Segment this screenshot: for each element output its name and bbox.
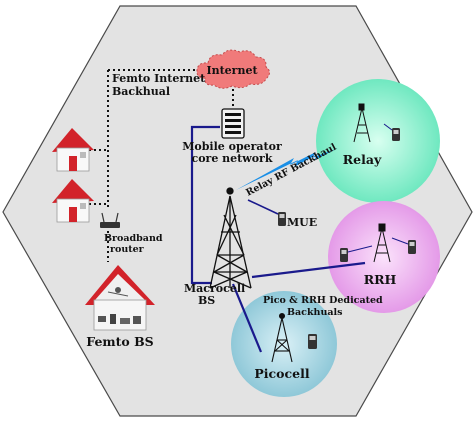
mue-label: MUE (287, 216, 317, 229)
broadband-router-icon (100, 212, 120, 228)
rrh-label: RRH (364, 272, 397, 287)
femto-bs-label: Femto BS (86, 334, 153, 349)
mue-phone-icon (278, 212, 286, 226)
rrh-tower-icon (373, 223, 391, 263)
picocell-cell (231, 291, 337, 397)
picocell-tower-icon (271, 312, 293, 363)
femto-internet-backhaul-label-1: Femto Internet (112, 72, 206, 85)
rrh-cell (328, 201, 440, 313)
internet-cloud (196, 49, 270, 89)
mobile-operator-label-1: Mobile operator (182, 140, 282, 153)
femto-house-icon-1 (52, 128, 94, 172)
core-network-server-icon (221, 108, 245, 139)
macrocell-label-2: BS (198, 294, 215, 307)
femto-internet-backhaul-lines (89, 69, 234, 262)
picocell-phone-icon (308, 334, 317, 349)
broadband-router-label-1: Broadband (104, 233, 163, 244)
macrocell-tower-icon (209, 187, 252, 289)
femto-bs-house-icon (85, 265, 155, 331)
pico-rrh-backhaul-label-2: Backhuals (287, 307, 342, 318)
picocell-label: Picocell (254, 366, 309, 381)
rrh-phone-icon-left (340, 245, 373, 262)
mue-link (247, 199, 279, 215)
relay-tower-icon (353, 103, 371, 143)
pico-rrh-backhaul-label-1: Pico & RRH Dedicated (263, 295, 383, 306)
dedicated-backhaul-lines (190, 125, 366, 353)
relay-phone-icon (383, 123, 400, 141)
internet-label: Internet (206, 64, 258, 77)
rrh-phone-icon-right (391, 237, 416, 254)
mobile-operator-label-2: core network (192, 152, 273, 165)
macrocell-label-1: Macrocell (184, 282, 245, 295)
relay-cell (316, 79, 440, 203)
broadband-router-label-2: router (110, 244, 145, 255)
relay-rf-backhaul-bolt (236, 148, 338, 190)
femto-internet-backhaul-label-2: Backhual (112, 85, 170, 98)
relay-label: Relay (343, 152, 382, 167)
femto-house-icon-2 (52, 179, 94, 223)
